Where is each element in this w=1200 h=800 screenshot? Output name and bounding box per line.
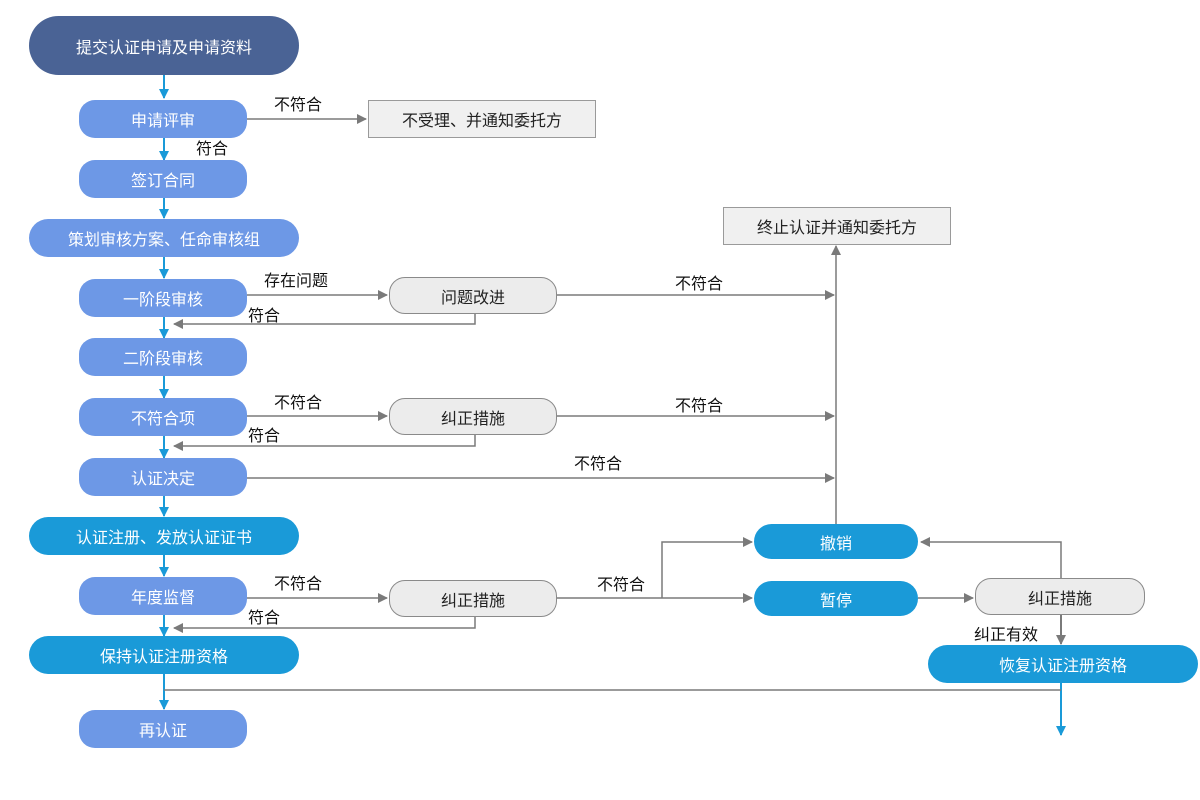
node-maintain-registration: 保持认证注册资格 [29,636,299,674]
label-stage1-issue: 存在问题 [264,271,329,290]
node-register-certificate: 认证注册、发放认证证书 [29,517,299,555]
node-revoke: 撤销 [754,524,918,559]
label-annual-nonconform: 不符合 [274,574,323,593]
node-plan-audit: 策划审核方案、任命审核组 [29,219,299,257]
node-restore-registration: 恢复认证注册资格 [928,645,1198,683]
node-terminate-notify: 终止认证并通知委托方 [723,207,951,245]
node-submit: 提交认证申请及申请资料 [29,16,299,75]
label-corrective3-effective: 纠正有效 [974,625,1039,644]
label-improve-nonconform: 不符合 [675,274,724,293]
label-nc-nonconform: 不符合 [274,393,323,412]
arrow-corrective2-revoke [661,537,753,598]
label-corrective1-nonconform: 不符合 [675,396,724,415]
node-annual-surveillance: 年度监督 [79,577,247,615]
node-issue-improvement: 问题改进 [389,277,557,314]
arrow-corrective3-revoke [920,537,1062,578]
node-nonconformity: 不符合项 [79,398,247,436]
node-application-review: 申请评审 [79,100,247,138]
node-corrective-action-1: 纠正措施 [389,398,557,435]
node-recertification: 再认证 [79,710,247,748]
node-stage2-audit: 二阶段审核 [79,338,247,376]
node-suspend: 暂停 [754,581,918,616]
node-stage1-audit: 一阶段审核 [79,279,247,317]
node-corrective-action-2: 纠正措施 [389,580,557,617]
arrow-improve-return [173,314,476,329]
label-annual-conform: 符合 [248,608,281,627]
label-corrective2-nonconform: 不符合 [597,575,646,594]
label-nc-conform: 符合 [248,426,281,445]
node-certification-decision: 认证决定 [79,458,247,496]
label-stage1-conform: 符合 [248,306,281,325]
node-reject-notify: 不受理、并通知委托方 [368,100,596,138]
arrow-corrective1-return [173,435,476,451]
node-sign-contract: 签订合同 [79,160,247,198]
arrow-corrective2-return [173,617,476,633]
node-corrective-action-3: 纠正措施 [975,578,1145,615]
label-decision-nonconform: 不符合 [574,454,623,473]
label-review-conform: 符合 [196,139,229,158]
label-review-nonconform: 不符合 [274,95,323,114]
